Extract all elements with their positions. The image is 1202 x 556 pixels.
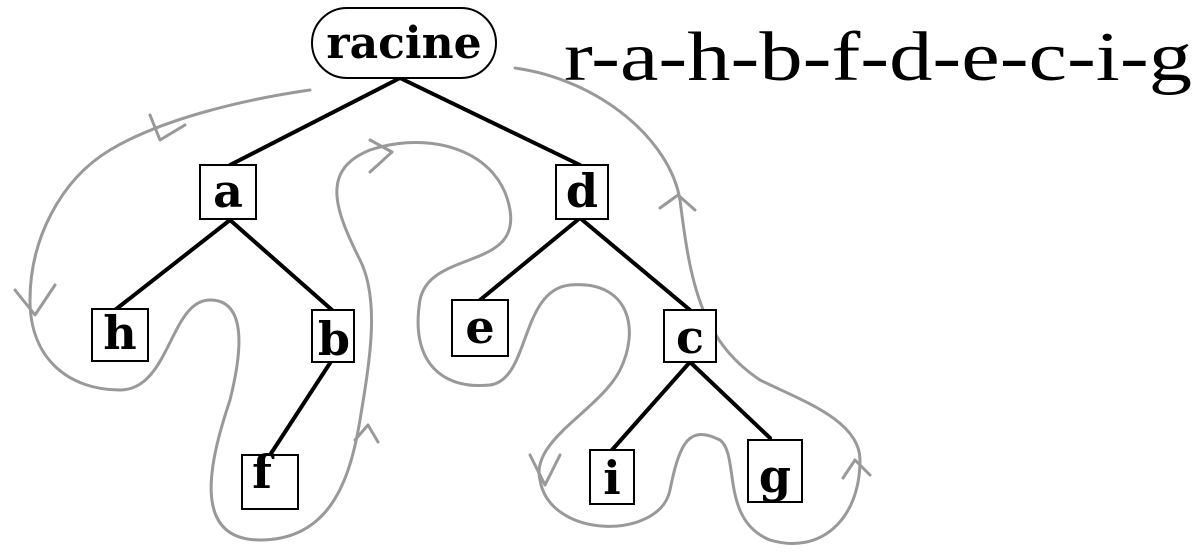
node-g-box bbox=[747, 439, 803, 503]
node-g-label: g bbox=[759, 449, 791, 503]
tour-arrow-right-lower-down bbox=[528, 453, 562, 487]
edge-a-b bbox=[228, 218, 334, 312]
node-d-box bbox=[555, 164, 609, 220]
tour-arrow-right-up bbox=[658, 193, 697, 212]
edge-c-i bbox=[610, 360, 692, 452]
edge-d-e bbox=[478, 216, 582, 302]
node-h-box bbox=[91, 308, 149, 362]
tour-arrow-bottom-right-up bbox=[841, 458, 872, 480]
node-c-box bbox=[663, 309, 717, 363]
node-e-label: e bbox=[465, 300, 494, 354]
node-a-box bbox=[199, 164, 257, 220]
node-e-box bbox=[451, 299, 509, 357]
edge-c-g bbox=[688, 360, 772, 440]
node-b-label: b bbox=[318, 312, 350, 366]
node-i-label: i bbox=[603, 451, 620, 505]
node-b-box bbox=[311, 309, 355, 363]
tour-arrow-left bbox=[13, 283, 57, 317]
edge-d-c bbox=[578, 216, 692, 312]
edge-root-a bbox=[228, 76, 402, 167]
node-root-box bbox=[311, 7, 497, 79]
node-f-label: f bbox=[252, 445, 275, 499]
tour-arrow-middle-up bbox=[353, 423, 380, 444]
node-a-label: a bbox=[213, 164, 243, 218]
node-root-label: racine bbox=[326, 18, 481, 69]
node-f-box bbox=[241, 454, 299, 510]
traversal-order-text: r-a-h-b-f-d-e-c-i-g bbox=[564, 19, 1192, 96]
node-h-label: h bbox=[103, 306, 136, 360]
edge-b-f bbox=[268, 358, 334, 457]
node-d-label: d bbox=[566, 164, 598, 218]
euler-tour-path bbox=[28, 66, 862, 545]
tour-arrow-top-left bbox=[148, 113, 187, 142]
tour-arrow-center-top bbox=[368, 138, 394, 174]
node-i-box bbox=[589, 449, 635, 505]
edge-a-h bbox=[113, 218, 232, 312]
node-c-label: c bbox=[676, 310, 704, 364]
edge-root-d bbox=[398, 76, 582, 167]
